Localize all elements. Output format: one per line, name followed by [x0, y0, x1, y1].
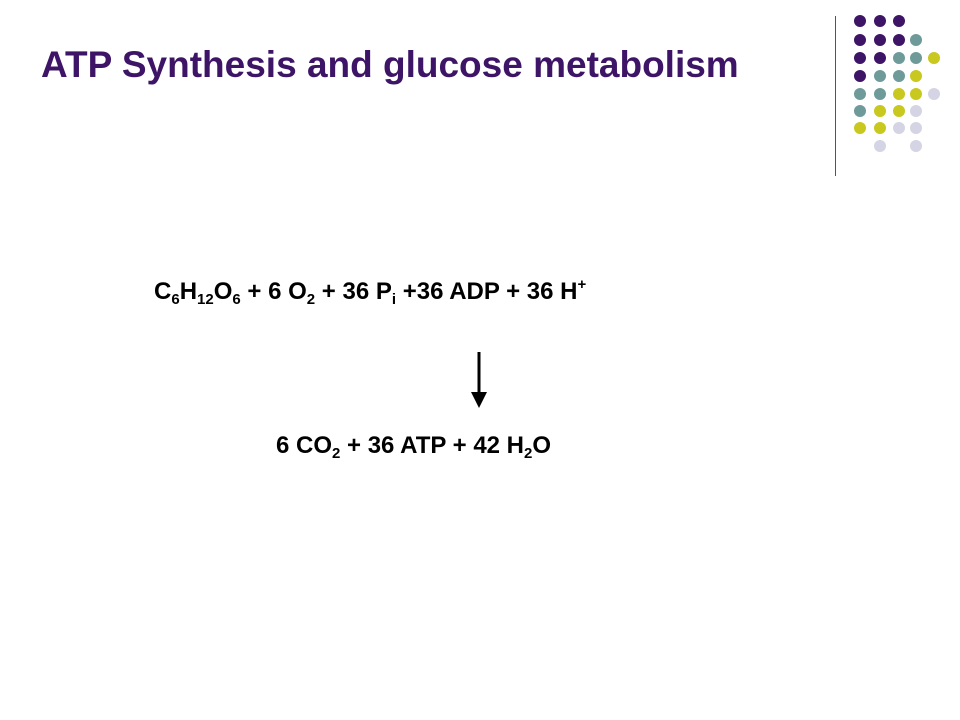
water-oxygen-symbol: O: [532, 432, 552, 459]
dot: [874, 34, 886, 46]
hydrogen-symbol: H: [179, 278, 198, 305]
dot: [910, 105, 922, 117]
dot: [854, 52, 866, 64]
carbon-dioxide-term: 6 CO: [276, 432, 333, 459]
dot: [893, 105, 905, 117]
dot: [874, 105, 886, 117]
dot: [874, 88, 886, 100]
dot: [874, 15, 886, 27]
dot: [928, 52, 940, 64]
dot: [874, 52, 886, 64]
dot: [854, 34, 866, 46]
dot: [874, 70, 886, 82]
dot: [910, 122, 922, 134]
phosphate-term: + 36 P: [315, 278, 392, 305]
reactants-line: C6H12O6 + 6 O2 + 36 Pi +36 ADP + 36 H+: [154, 276, 587, 308]
dot: [893, 15, 905, 27]
dot: [910, 140, 922, 152]
dot: [854, 15, 866, 27]
title-divider-line: [835, 16, 836, 176]
dot: [893, 70, 905, 82]
dot: [854, 70, 866, 82]
dot: [910, 70, 922, 82]
oxygen-subscript: 6: [232, 291, 241, 308]
dot: [854, 88, 866, 100]
dot: [854, 105, 866, 117]
products-line: 6 CO2 + 36 ATP + 42 H2O: [276, 432, 552, 462]
dot: [928, 88, 940, 100]
dot: [854, 122, 866, 134]
hydrogen-subscript: 12: [197, 291, 214, 308]
dot: [893, 88, 905, 100]
oxygen-symbol: O: [213, 278, 233, 305]
dot: [893, 34, 905, 46]
dot: [893, 52, 905, 64]
dot: [910, 34, 922, 46]
dot: [874, 140, 886, 152]
atp-water-term: + 36 ATP + 42 H: [340, 432, 525, 459]
carbon-subscript: 6: [171, 291, 180, 308]
phosphate-subscript: i: [391, 291, 397, 308]
adp-proton-term: +36 ADP + 36 H: [396, 278, 578, 305]
carbon-symbol: C: [154, 278, 172, 305]
oxygen-term: + 6 O: [240, 278, 307, 305]
dot: [893, 122, 905, 134]
oxygen-term-subscript: 2: [306, 291, 316, 308]
carbon-dioxide-subscript: 2: [332, 445, 341, 462]
dot-grid-decoration: [854, 15, 940, 152]
dot: [910, 88, 922, 100]
proton-superscript: +: [577, 276, 587, 293]
water-subscript: 2: [524, 445, 533, 462]
slide-title: ATP Synthesis and glucose metabolism: [41, 44, 739, 85]
dot: [910, 52, 922, 64]
dot: [874, 122, 886, 134]
reaction-arrow-down-icon: [471, 352, 487, 408]
